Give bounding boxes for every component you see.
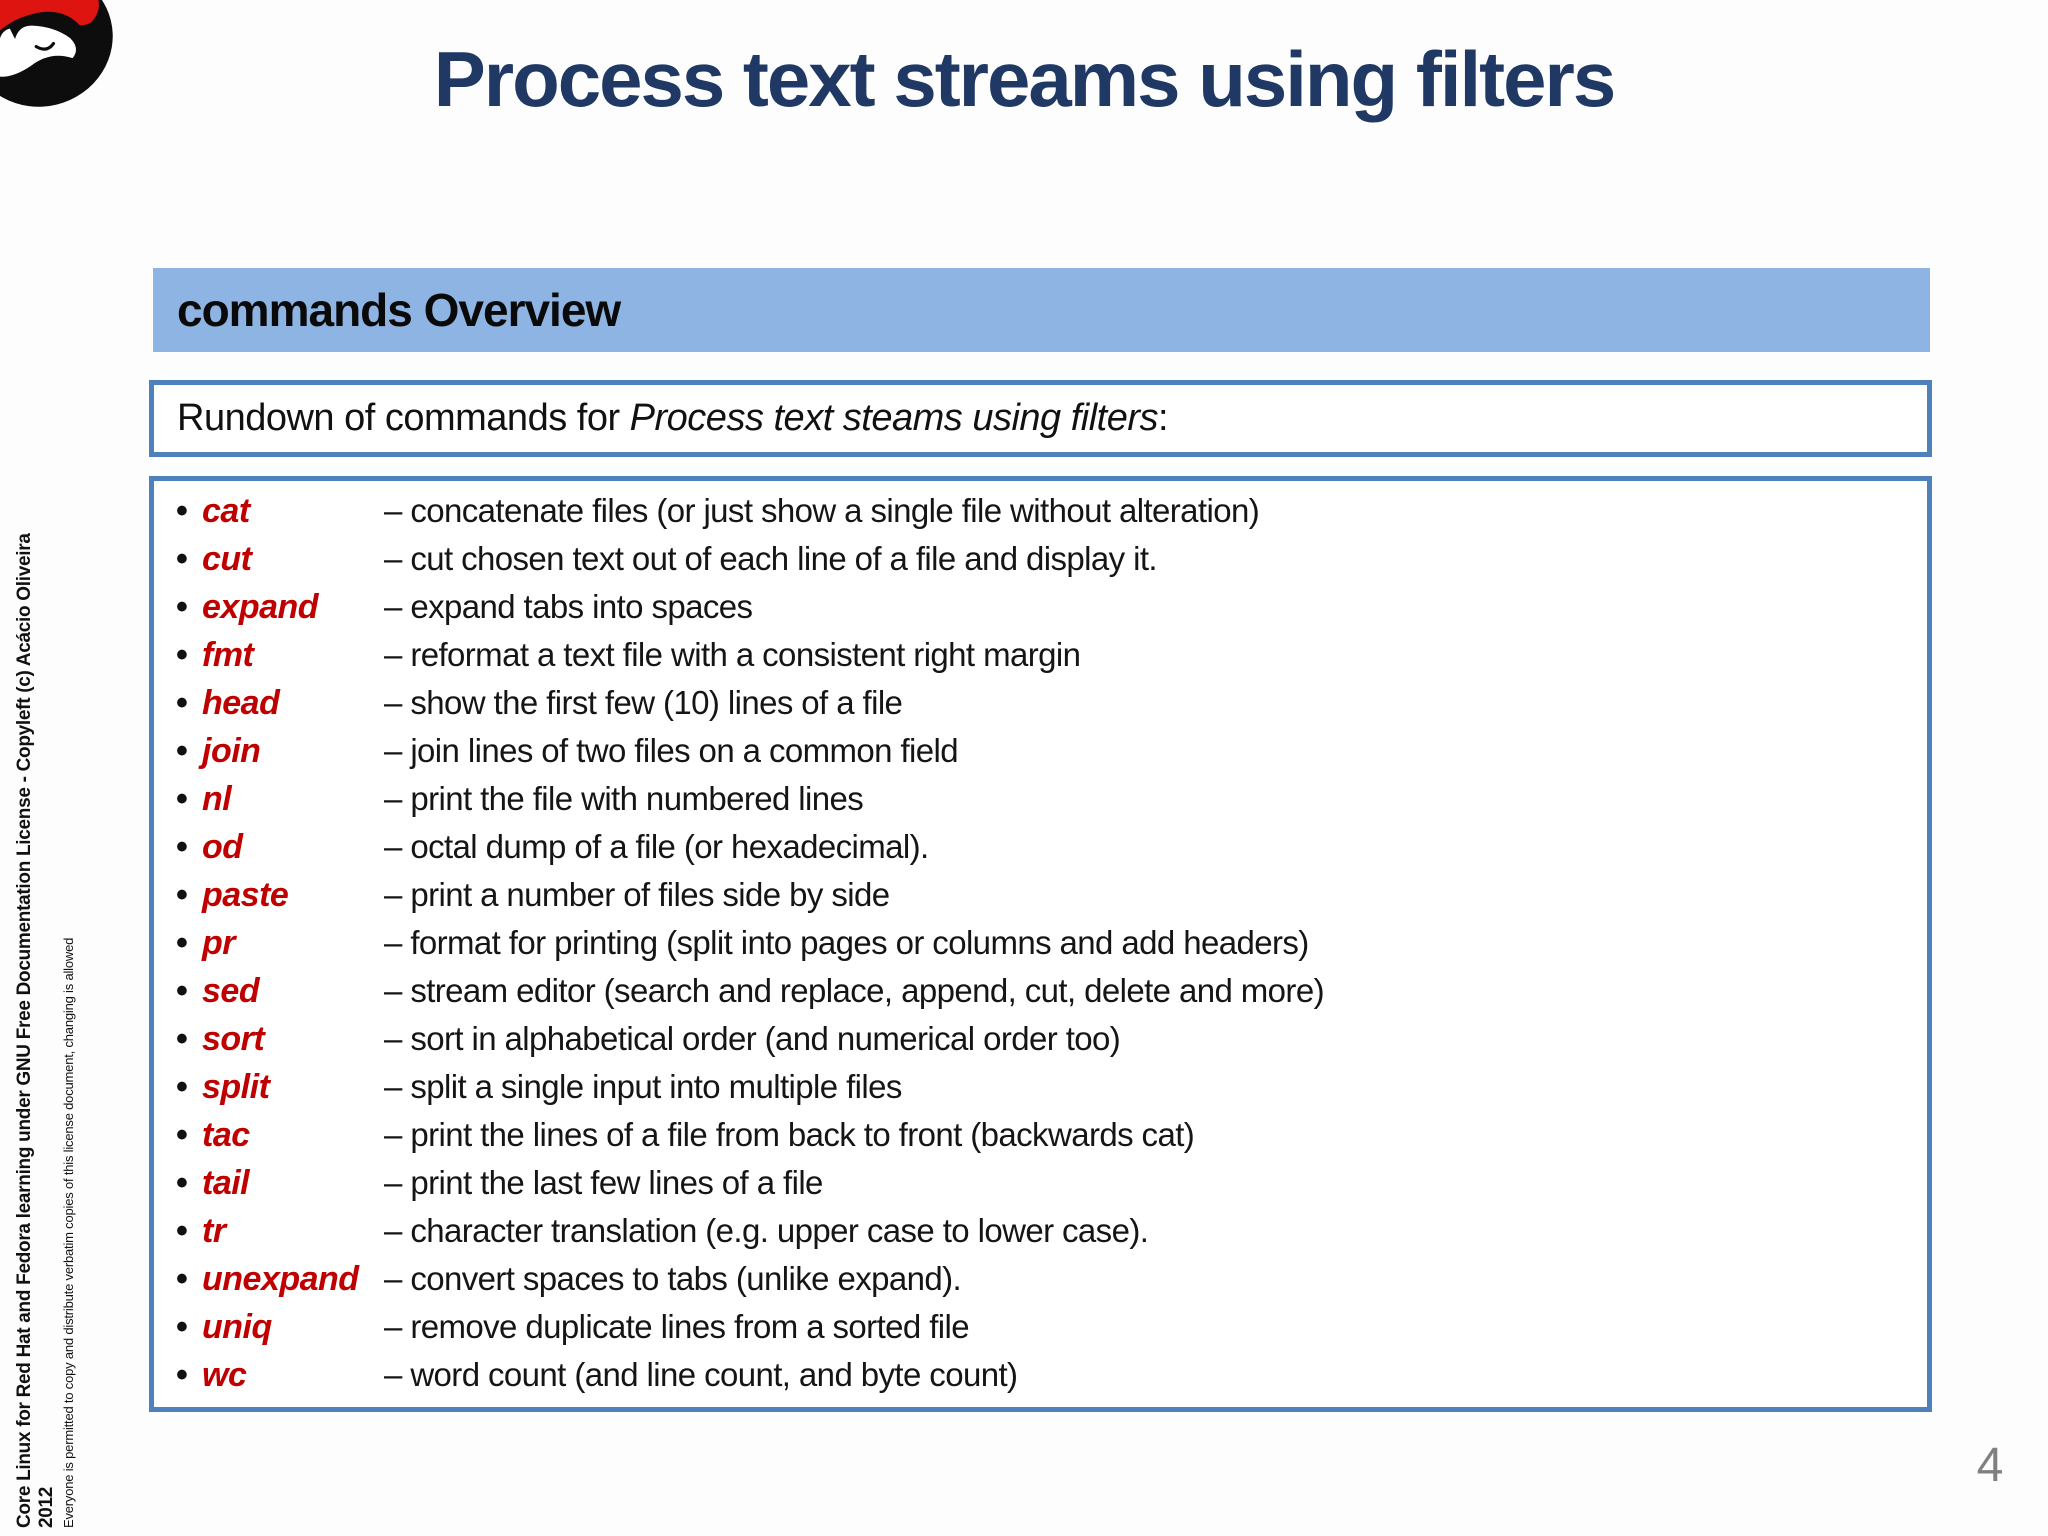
command-name: head <box>202 684 280 722</box>
bullet-icon: • <box>176 876 188 914</box>
command-name: pr <box>202 924 236 962</box>
bullet-icon: • <box>176 636 188 674</box>
bullet-icon: • <box>176 972 188 1010</box>
commands-list: • cat – concatenate files (or just show a … <box>154 492 1927 1404</box>
command-description: – cut chosen text out of each line of a … <box>384 540 1158 577</box>
command-item: • expand – expand tabs into spaces <box>154 588 1927 636</box>
intro-suffix: : <box>1158 397 1169 439</box>
command-description: – reformat a text file with a consistent… <box>384 636 1081 673</box>
command-name: join <box>202 732 261 770</box>
section-header-label: commands Overview <box>177 284 621 336</box>
command-name: od <box>202 828 243 866</box>
command-name: sort <box>202 1020 265 1058</box>
command-name: wc <box>202 1356 247 1394</box>
bullet-icon: • <box>176 588 188 626</box>
command-item: • uniq – remove duplicate lines from a sor… <box>154 1308 1927 1356</box>
command-name: sed <box>202 972 260 1010</box>
command-description: – character translation (e.g. upper case… <box>384 1212 1149 1249</box>
command-description: – print the lines of a file from back to… <box>384 1116 1195 1153</box>
command-item: • tr – character translation (e.g. upper c… <box>154 1212 1927 1260</box>
commands-box: • cat – concatenate files (or just show a … <box>149 476 1932 1412</box>
command-item: • cat – concatenate files (or just show a … <box>154 492 1927 540</box>
command-name: tr <box>202 1212 226 1250</box>
command-item: • paste – print a number of files side by … <box>154 876 1927 924</box>
command-item: • cut – cut chosen text out of each line o… <box>154 540 1927 588</box>
bullet-icon: • <box>176 1356 188 1394</box>
bullet-icon: • <box>176 780 188 818</box>
command-item: • tac – print the lines of a file from bac… <box>154 1116 1927 1164</box>
license-sidebar: Core Linux for Red Hat and Fedora learni… <box>14 518 76 1528</box>
command-item: • split – split a single input into multip… <box>154 1068 1927 1116</box>
intro-emphasis: Process text steams using filters <box>629 397 1159 439</box>
intro-box: Rundown of commands for Process text ste… <box>149 380 1932 457</box>
command-name: cat <box>202 492 250 530</box>
command-description: – format for printing (split into pages … <box>384 924 1309 961</box>
command-description: – print the last few lines of a file <box>384 1164 823 1201</box>
command-description: – convert spaces to tabs (unlike expand)… <box>384 1260 962 1297</box>
command-item: • pr – format for printing (split into pag… <box>154 924 1927 972</box>
command-item: • tail – print the last few lines of a fil… <box>154 1164 1927 1212</box>
bullet-icon: • <box>176 1164 188 1202</box>
command-description: – word count (and line count, and byte c… <box>384 1356 1018 1393</box>
bullet-icon: • <box>176 684 188 722</box>
command-name: split <box>202 1068 270 1106</box>
intro-text: Rundown of commands for Process text ste… <box>177 397 1169 440</box>
command-item: • fmt – reformat a text file with a consis… <box>154 636 1927 684</box>
command-item: • head – show the first few (10) lines of … <box>154 684 1927 732</box>
command-description: – concatenate files (or just show a sing… <box>384 492 1260 529</box>
command-item: • sort – sort in alphabetical order (and n… <box>154 1020 1927 1068</box>
command-name: unexpand <box>202 1260 359 1298</box>
bullet-icon: • <box>176 1068 188 1106</box>
command-item: • sed – stream editor (search and replace,… <box>154 972 1927 1020</box>
command-item: • join – join lines of two files on a comm… <box>154 732 1927 780</box>
bullet-icon: • <box>176 924 188 962</box>
redhat-logo-icon <box>0 0 135 129</box>
command-name: uniq <box>202 1308 272 1346</box>
bullet-icon: • <box>176 492 188 530</box>
command-item: • nl – print the file with numbered lines <box>154 780 1927 828</box>
bullet-icon: • <box>176 1020 188 1058</box>
license-line-2: Everyone is permitted to copy and distri… <box>61 937 76 1528</box>
command-description: – print a number of files side by side <box>384 876 890 913</box>
command-description: – stream editor (search and replace, app… <box>384 972 1325 1009</box>
command-description: – show the first few (10) lines of a fil… <box>384 684 903 721</box>
bullet-icon: • <box>176 1212 188 1250</box>
command-description: – sort in alphabetical order (and numeri… <box>384 1020 1121 1057</box>
command-name: tail <box>202 1164 250 1202</box>
command-description: – remove duplicate lines from a sorted f… <box>384 1308 970 1345</box>
page-number: 4 <box>1976 1439 2004 1492</box>
command-item: • od – octal dump of a file (or hexadecima… <box>154 828 1927 876</box>
bullet-icon: • <box>176 1116 188 1154</box>
command-description: – split a single input into multiple fil… <box>384 1068 902 1105</box>
command-description: – expand tabs into spaces <box>384 588 753 625</box>
command-name: expand <box>202 588 319 626</box>
bullet-icon: • <box>176 1260 188 1298</box>
command-name: paste <box>202 876 289 914</box>
bullet-icon: • <box>176 828 188 866</box>
command-name: nl <box>202 780 232 818</box>
section-header-bar: commands Overview <box>153 268 1930 352</box>
slide-title: Process text streams using filters <box>433 35 1617 123</box>
command-name: cut <box>202 540 252 578</box>
command-description: – octal dump of a file (or hexadecimal). <box>384 828 929 865</box>
bullet-icon: • <box>176 540 188 578</box>
bullet-icon: • <box>176 1308 188 1346</box>
command-item: • unexpand – convert spaces to tabs (unlik… <box>154 1260 1927 1308</box>
intro-prefix: Rundown of commands for <box>177 397 630 439</box>
command-description: – print the file with numbered lines <box>384 780 864 817</box>
bullet-icon: • <box>176 732 188 770</box>
command-name: tac <box>202 1116 250 1154</box>
command-description: – join lines of two files on a common fi… <box>384 732 959 769</box>
command-name: fmt <box>202 636 254 674</box>
license-line-1: Core Linux for Red Hat and Fedora learni… <box>14 533 57 1528</box>
command-item: • wc – word count (and line count, and byt… <box>154 1356 1927 1404</box>
